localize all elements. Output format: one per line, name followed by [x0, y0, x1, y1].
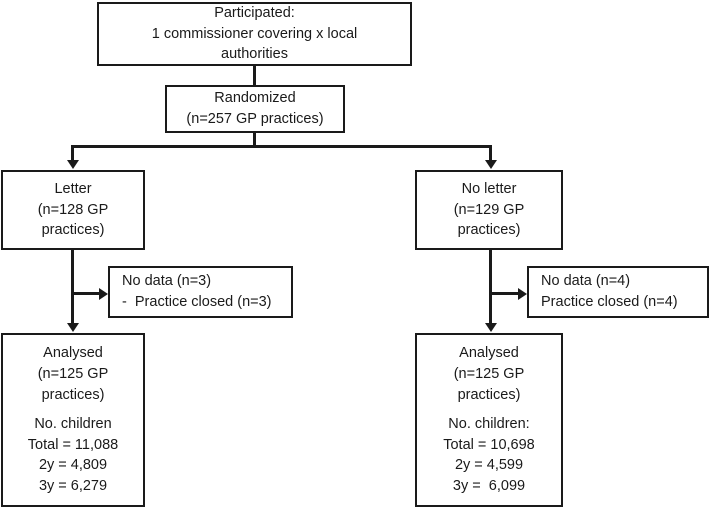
node-no-data-right-line-1: No data (n=4): [541, 273, 631, 290]
connector-participated-to-randomized: [253, 66, 256, 85]
node-analysed-left-header-3: practices): [41, 386, 105, 403]
node-analysed-left-body-1: No. children: [34, 416, 112, 433]
arrowhead-to-no-letter: [484, 160, 497, 169]
node-participated-line-3: authorities: [221, 46, 288, 63]
connector-bus-to-no-letter: [489, 145, 492, 161]
connector-bus-to-letter: [71, 145, 74, 161]
arrowhead-to-letter: [66, 160, 79, 169]
node-participated-line-1: Participated:: [214, 5, 295, 22]
connector-letter-to-no-data: [71, 292, 99, 295]
node-analysed-right-header-3: practices): [457, 386, 521, 403]
node-analysed-letter-arm: Analysed (n=125 GP practices) No. childr…: [1, 333, 145, 507]
node-no-data-left-line-2: - Practice closed (n=3): [122, 294, 272, 310]
node-analysed-right-body-4: 3y = 6,099: [452, 477, 526, 494]
connector-no-letter-to-analysed: [489, 250, 492, 323]
node-no-data-letter-arm: No data (n=3) - Practice closed (n=3): [108, 266, 293, 318]
node-letter-arm: Letter (n=128 GP practices): [1, 170, 145, 250]
node-analysed-right-header-1: Analysed: [459, 345, 519, 362]
arrowhead-to-analysed-left: [66, 323, 79, 332]
node-analysed-no-letter-arm: Analysed (n=125 GP practices) No. childr…: [415, 333, 563, 507]
node-analysed-right-body-2: Total = 10,698: [443, 436, 535, 453]
node-analysed-left-body-4: 3y = 6,279: [38, 477, 108, 494]
node-analysed-left-header-2: (n=125 GP: [37, 366, 109, 383]
node-participated-line-2: 1 commissioner covering x local: [151, 25, 358, 42]
node-no-letter-line-1: No letter: [461, 181, 517, 198]
arrowhead-to-no-data-left: [99, 287, 108, 300]
node-participated: Participated: 1 commissioner covering x …: [97, 2, 412, 66]
connector-split-bus: [71, 145, 491, 148]
node-analysed-right-header-2: (n=125 GP: [453, 366, 525, 383]
node-randomized-line-1: Randomized: [214, 90, 296, 107]
arrowhead-to-analysed-right: [484, 323, 497, 332]
node-analysed-right-body-1: No. children:: [448, 416, 530, 433]
connector-letter-to-analysed: [71, 250, 74, 323]
connector-randomized-stem: [253, 133, 256, 147]
node-no-data-no-letter-arm: No data (n=4) Practice closed (n=4): [527, 266, 709, 318]
node-analysed-left-body-3: 2y = 4,809: [38, 457, 108, 474]
node-no-letter-arm: No letter (n=129 GP practices): [415, 170, 563, 250]
node-no-letter-line-3: practices): [457, 222, 521, 239]
node-analysed-right-body-3: 2y = 4,599: [454, 457, 524, 474]
node-randomized: Randomized (n=257 GP practices): [165, 85, 345, 133]
arrowhead-to-no-data-right: [518, 287, 527, 300]
node-letter-line-3: practices): [41, 222, 105, 239]
node-letter-line-1: Letter: [54, 181, 92, 198]
node-no-data-left-line-1: No data (n=3): [122, 273, 212, 290]
connector-no-letter-to-no-data: [489, 292, 518, 295]
node-randomized-line-2: (n=257 GP practices): [186, 111, 324, 127]
node-analysed-left-body-2: Total = 11,088: [27, 436, 119, 453]
node-analysed-left-header-1: Analysed: [43, 345, 103, 362]
node-no-letter-line-2: (n=129 GP: [453, 201, 525, 218]
node-letter-line-2: (n=128 GP: [37, 201, 109, 218]
node-no-data-right-line-2: Practice closed (n=4): [541, 294, 678, 310]
